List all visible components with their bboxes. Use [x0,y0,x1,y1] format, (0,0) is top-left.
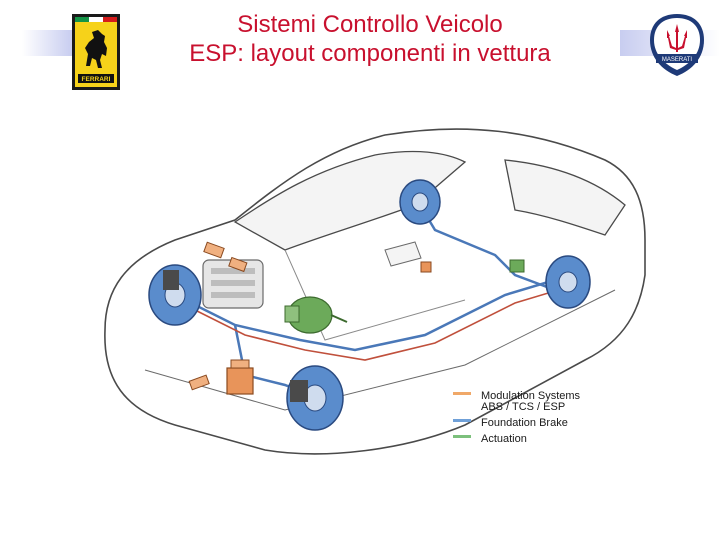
wheel-speed-sensor-front [203,241,248,273]
yaw-rate-sensor [420,261,432,273]
ferrari-logo: FERRARI [72,14,120,90]
abs-esp-hydraulic-unit [226,359,254,395]
legend-label-actuation: Actuation [481,433,527,445]
title-line-2: ESP: layout componenti in vettura [189,40,551,67]
ferrari-logo-text: FERRARI [82,76,111,83]
slide-title: Sistemi Controllo Veicolo ESP: layout co… [130,10,610,68]
car-door-line [284,249,466,341]
front-left-brake-disc [148,264,202,326]
maserati-logo-text: MASERATI [662,57,693,63]
rear-left-brake-disc [399,179,441,225]
rear-window-outline [504,159,626,236]
engine-block [202,259,264,309]
maserati-logo: MASERATI [650,14,704,76]
legend-label-modulation-line1: Modulation Systems [481,390,581,402]
esp-layout-diagram: Modulation Systems ABS / TCS / ESP Found… [104,128,646,455]
legend-label-modulation-line2: ABS / TCS / ESP [481,401,565,413]
legend-swatch-foundation [453,419,471,422]
legend-label-foundation: Foundation Brake [481,417,568,429]
title-line-1: Sistemi Controllo Veicolo [237,11,503,38]
left-header-band [22,30,72,56]
car-sill-line [144,289,616,411]
legend-swatch-modulation [453,392,471,395]
wheel-speed-sensor-rear [188,374,210,391]
legend: Modulation Systems ABS / TCS / ESP Found… [453,390,581,445]
rear-right-brake-disc [545,255,591,309]
brake-booster [284,296,348,334]
windshield-outline [233,150,467,251]
prancing-horse-icon [85,30,107,68]
legend-swatch-actuation [453,435,471,438]
steering-angle-sensor [384,241,422,267]
front-right-brake-disc [286,365,344,431]
brake-pedal-sensor [509,259,525,273]
trident-icon [667,24,687,52]
